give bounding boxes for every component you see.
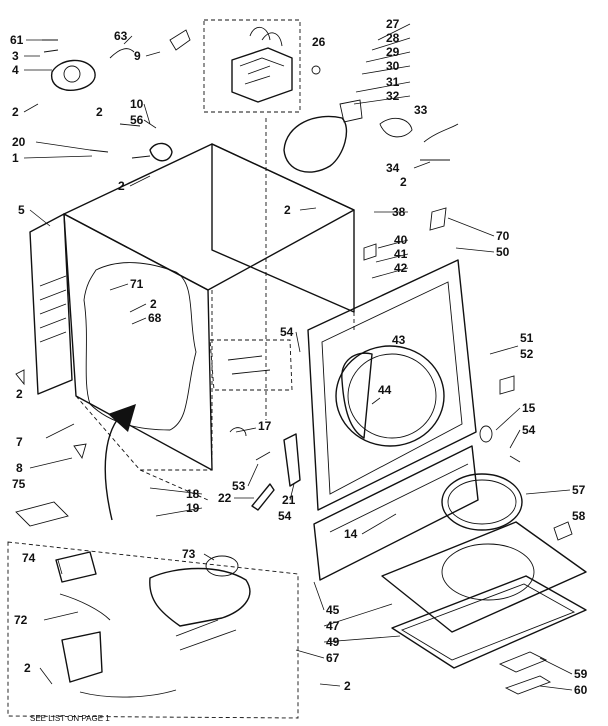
callout-21: 21 (282, 493, 296, 507)
top-cover (381, 521, 587, 695)
small-parts (15, 207, 573, 541)
callout-2: 2 (400, 175, 407, 189)
motor-switch-assembly (203, 19, 321, 113)
callout-75: 75 (12, 477, 26, 491)
callout-labels: 61 63 3 4 9 2 10 56 2 20 1 2 5 27 28 29 … (10, 17, 588, 697)
callout-9: 9 (134, 49, 141, 63)
callout-28: 28 (386, 31, 400, 45)
callout-54: 54 (522, 423, 536, 437)
callout-19: 19 (186, 501, 200, 515)
callout-68: 68 (148, 311, 162, 325)
callout-2: 2 (16, 387, 23, 401)
callout-56: 56 (130, 113, 144, 127)
leader-lines (23, 23, 573, 691)
cabinet (29, 118, 355, 521)
seal-ring (441, 473, 523, 531)
callout-22: 22 (218, 491, 232, 505)
callout-50: 50 (496, 245, 510, 259)
callout-31: 31 (386, 75, 400, 89)
control-detail-box (7, 541, 299, 719)
callout-54: 54 (280, 325, 294, 339)
callout-15: 15 (522, 401, 536, 415)
blower-parts (42, 29, 191, 162)
callout-10: 10 (130, 97, 144, 111)
callout-14: 14 (344, 527, 358, 541)
callout-2: 2 (24, 661, 31, 675)
callout-42: 42 (394, 261, 408, 275)
callout-52: 52 (520, 347, 534, 361)
callout-44: 44 (378, 383, 392, 397)
callout-63: 63 (114, 29, 128, 43)
callout-49: 49 (326, 635, 340, 649)
callout-2: 2 (284, 203, 291, 217)
callout-53: 53 (232, 479, 246, 493)
callout-61: 61 (10, 33, 24, 47)
callout-2: 2 (12, 105, 19, 119)
internal-parts (209, 339, 301, 511)
callout-57: 57 (572, 483, 586, 497)
callout-5: 5 (18, 203, 25, 217)
callout-26: 26 (312, 35, 326, 49)
callout-33: 33 (414, 103, 428, 117)
callout-60: 60 (574, 683, 588, 697)
callout-2: 2 (150, 297, 157, 311)
callout-27: 27 (386, 17, 400, 31)
callout-73: 73 (182, 547, 196, 561)
callout-32: 32 (386, 89, 400, 103)
callout-4: 4 (12, 63, 19, 77)
callout-74: 74 (22, 551, 36, 565)
callout-59: 59 (574, 667, 588, 681)
callout-54: 54 (278, 509, 292, 523)
callout-45: 45 (326, 603, 340, 617)
toe-kick (313, 445, 479, 581)
callout-47: 47 (326, 619, 340, 633)
callout-71: 71 (130, 277, 144, 291)
callout-34: 34 (386, 161, 400, 175)
callout-17: 17 (258, 419, 272, 433)
footer-note: SEE LIST ON PAGE 1 (30, 714, 110, 723)
callout-40: 40 (394, 233, 408, 247)
callout-2: 2 (118, 179, 125, 193)
drive-belt (283, 99, 459, 173)
callout-20: 20 (12, 135, 26, 149)
callout-67: 67 (326, 651, 340, 665)
callout-41: 41 (394, 247, 408, 261)
callout-8: 8 (16, 461, 23, 475)
front-panel (307, 259, 477, 511)
callout-18: 18 (186, 487, 200, 501)
callout-58: 58 (572, 509, 586, 523)
callout-72: 72 (14, 613, 28, 627)
callout-30: 30 (386, 59, 400, 73)
callout-43: 43 (392, 333, 406, 347)
callout-2: 2 (344, 679, 351, 693)
callout-2: 2 (96, 105, 103, 119)
callout-3: 3 (12, 49, 19, 63)
callout-7: 7 (16, 435, 23, 449)
callout-70: 70 (496, 229, 510, 243)
callout-51: 51 (520, 331, 534, 345)
callout-1: 1 (12, 151, 19, 165)
